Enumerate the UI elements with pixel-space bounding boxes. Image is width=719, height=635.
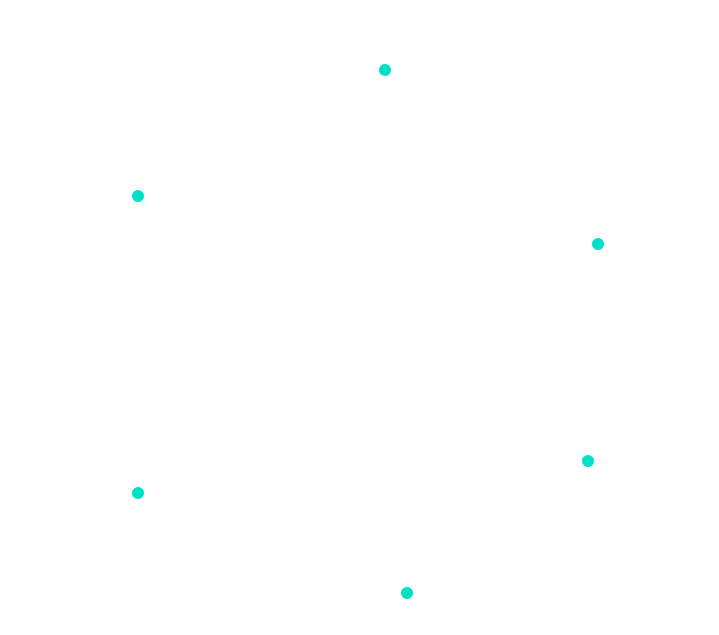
dot-upper-right [592,238,604,250]
dot-upper-left [132,190,144,202]
dot-lower-right [582,455,594,467]
dot-bottom [401,587,413,599]
dot-lower-left [132,487,144,499]
dot-top [379,64,391,76]
